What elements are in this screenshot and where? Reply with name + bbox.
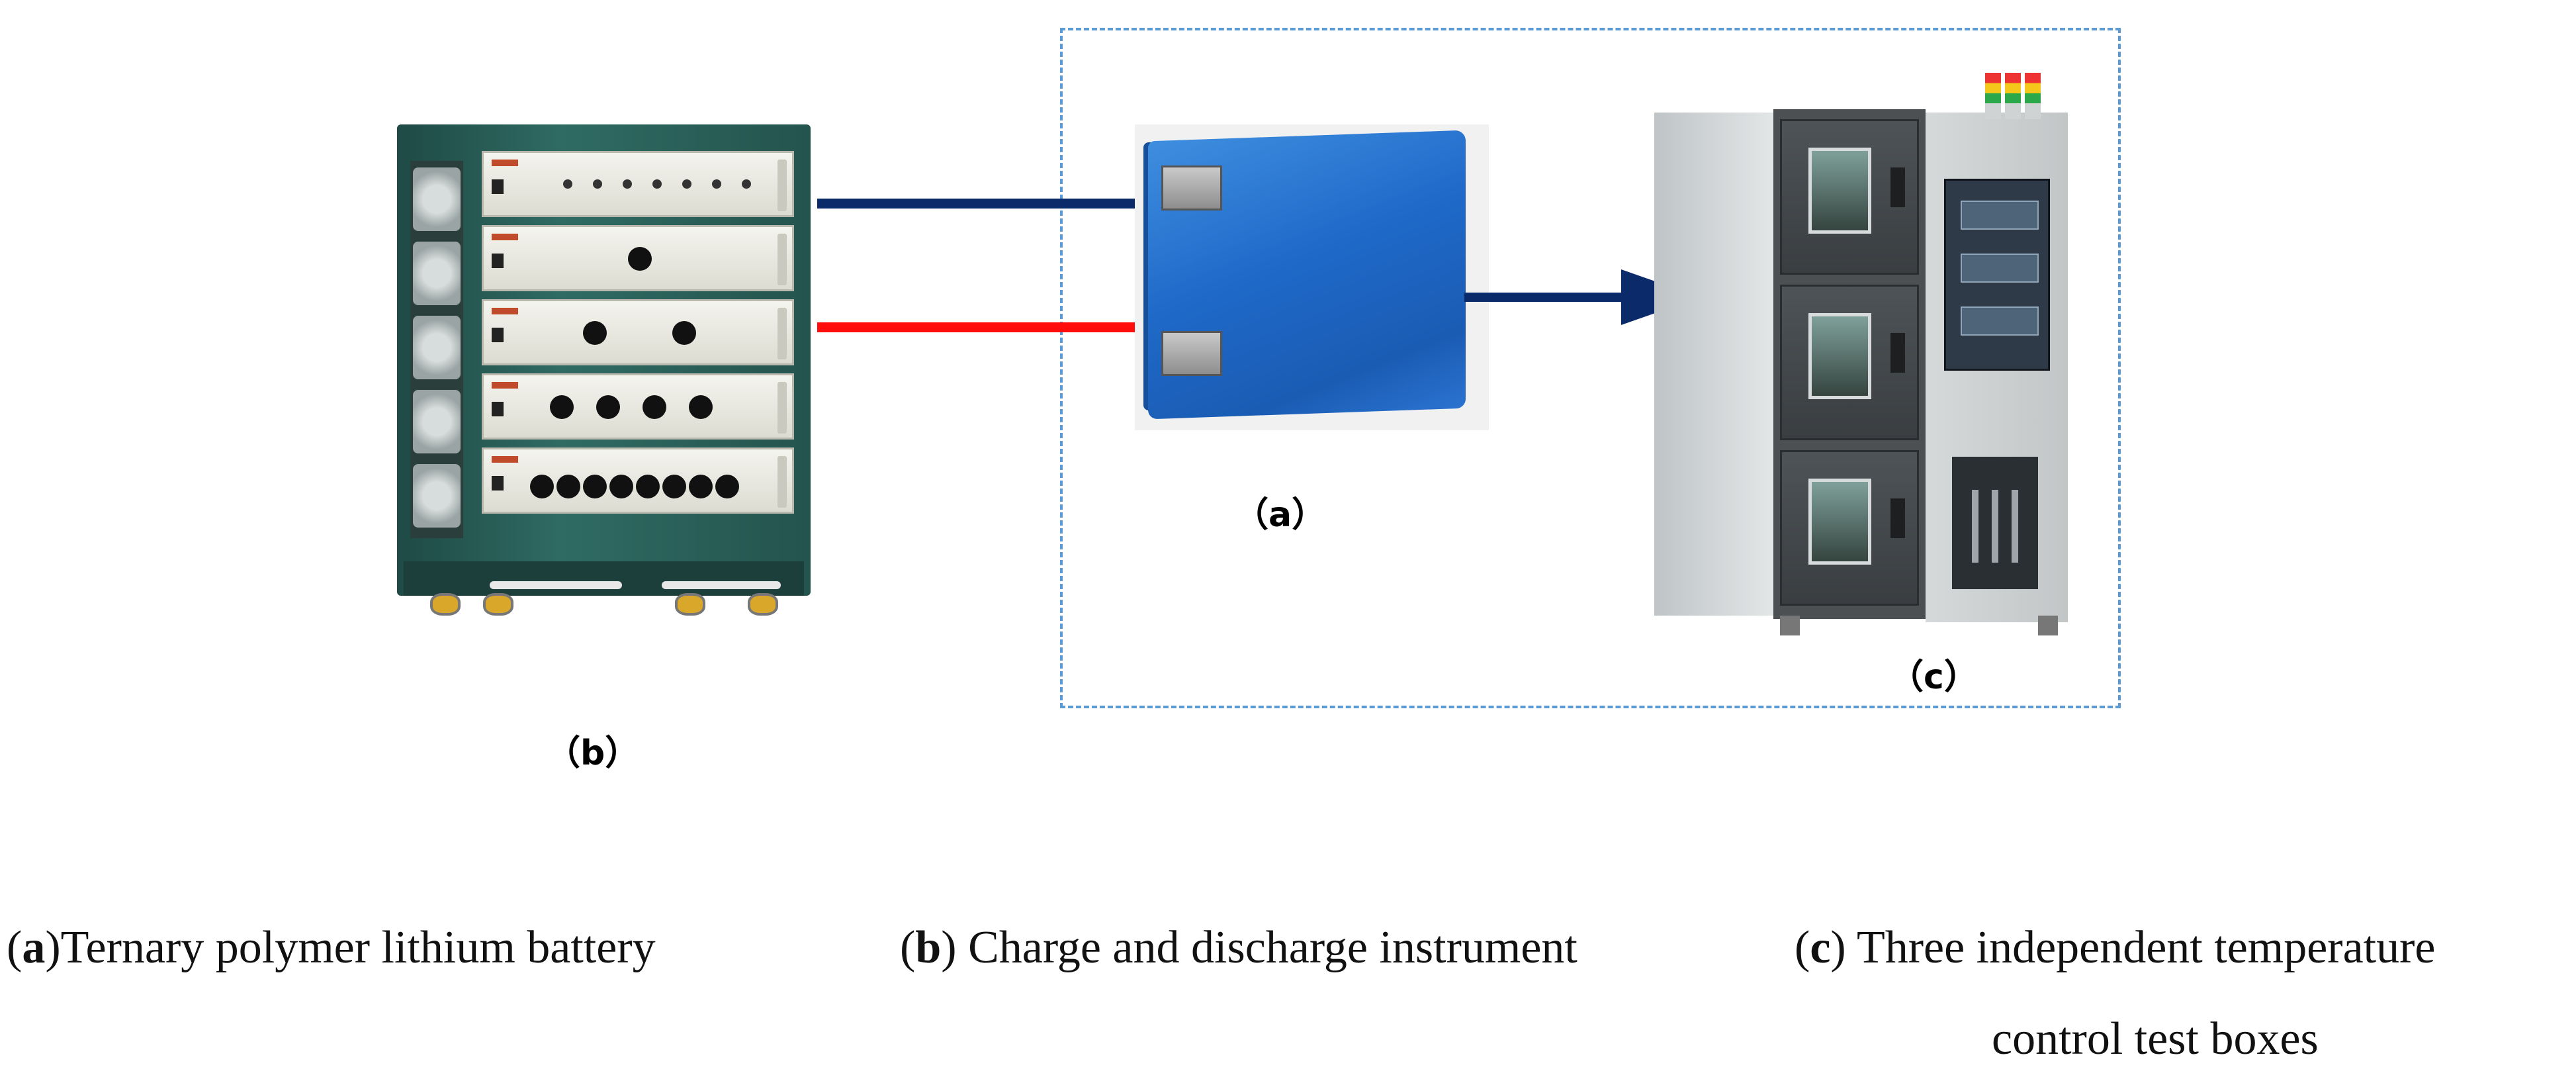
chamber-side-panel	[1654, 113, 1773, 616]
label-c: （c）	[1889, 657, 1978, 697]
temperature-test-chamber-illustration	[1654, 73, 2078, 649]
fan-icon	[413, 167, 461, 231]
fan-icon	[413, 390, 461, 453]
caption-a: (a)Ternary polymer lithium battery	[7, 922, 656, 973]
instrument-unit	[482, 373, 794, 440]
chamber-door	[1780, 285, 1919, 440]
control-panel	[1944, 179, 2050, 371]
chamber-foot	[1780, 616, 1800, 635]
cabinet-fan-column	[410, 161, 463, 538]
instrument-unit	[482, 447, 794, 514]
caption-c: (c) Three independent temperature	[1795, 922, 2436, 973]
cabinet-base	[404, 561, 804, 596]
status-lamp-icon	[2005, 73, 2021, 119]
chamber-door	[1780, 119, 1919, 275]
chamber-vent	[1952, 457, 2038, 589]
status-lamp-icon	[1985, 73, 2001, 119]
positive-wire	[817, 322, 1136, 332]
caption-c-text-line1: Three independent temperature	[1856, 922, 2436, 973]
negative-wire	[817, 199, 1136, 209]
fan-icon	[413, 242, 461, 305]
caster-wheel-icon	[483, 593, 513, 616]
label-b: （b）	[546, 733, 640, 773]
battery-terminal-tab	[1161, 165, 1222, 210]
caption-a-text: Ternary polymer lithium battery	[60, 922, 656, 973]
caster-wheel-icon	[430, 593, 461, 616]
caster-wheel-icon	[748, 593, 778, 616]
battery-terminal-tab	[1161, 331, 1222, 376]
chamber-control-column	[1926, 113, 2068, 622]
chamber-foot	[2038, 616, 2058, 635]
caption-b-letter: b	[915, 922, 942, 973]
dashed-group-frame	[1060, 28, 2121, 708]
cabinet-slot	[662, 581, 781, 589]
fan-icon	[413, 316, 461, 379]
cabinet-slot	[490, 581, 622, 589]
chamber-door-column	[1773, 109, 1926, 619]
arrow-shaft	[1464, 293, 1630, 302]
fan-icon	[413, 464, 461, 528]
instrument-unit	[482, 299, 794, 365]
charge-discharge-instrument-illustration	[397, 124, 811, 616]
caption-c-letter: c	[1810, 922, 1831, 973]
caption-a-letter: a	[22, 922, 46, 973]
caption-c-line2: control test boxes	[1992, 1013, 2319, 1064]
chamber-door	[1780, 450, 1919, 606]
instrument-unit	[482, 151, 794, 217]
caption-b-text: Charge and discharge instrument	[968, 922, 1577, 973]
caption-b: (b) Charge and discharge instrument	[900, 922, 1577, 973]
label-a: （a）	[1234, 495, 1327, 535]
caster-wheel-icon	[675, 593, 705, 616]
instrument-unit	[482, 225, 794, 291]
status-lamp-icon	[2025, 73, 2041, 119]
